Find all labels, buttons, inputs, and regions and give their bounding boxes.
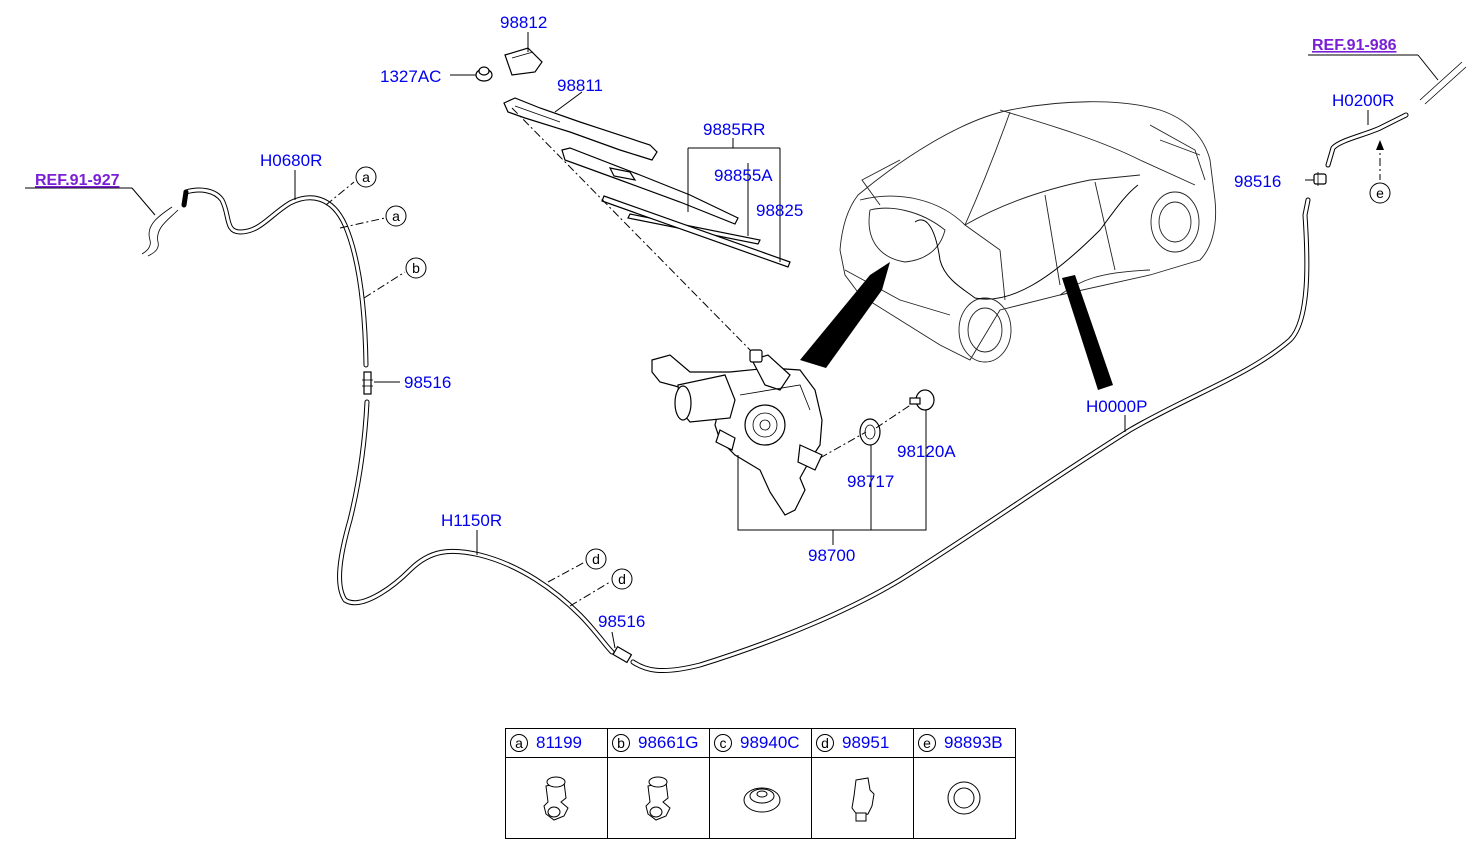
clip-icon	[645, 776, 671, 821]
legend-part-c: 98940C	[740, 733, 800, 752]
label-9885rr: 9885RR	[703, 120, 765, 139]
legend-part-a: 81199	[536, 733, 583, 752]
label-98811: 98811	[557, 76, 603, 95]
legend-part-b: 98661G	[638, 733, 699, 752]
svg-text:e: e	[1376, 185, 1384, 201]
callout-e: e	[1369, 140, 1391, 204]
svg-text:d: d	[592, 551, 600, 567]
wiper-motor-98700	[651, 349, 823, 516]
label-98516-right: 98516	[1234, 172, 1281, 191]
wiper-cap-98812	[504, 47, 543, 76]
legend-part-d: 98951	[842, 733, 890, 752]
label-1327ac: 1327AC	[380, 67, 441, 86]
connector-98516-left	[362, 371, 373, 395]
wiper-blade-98825	[601, 195, 791, 268]
wiper-blade-assy-9885rr	[561, 147, 739, 225]
grommet-98717	[859, 418, 881, 446]
car-illustration	[800, 101, 1217, 390]
hose-ref-left	[141, 206, 179, 257]
label-98825: 98825	[756, 201, 803, 220]
wiper-arm-98811	[503, 97, 658, 161]
svg-text:b: b	[412, 260, 420, 276]
leader-lines	[25, 32, 1439, 649]
callout-d-1: d	[547, 548, 607, 583]
callout-a-2: a	[339, 205, 407, 229]
label-h0000p: H0000P	[1086, 397, 1147, 416]
label-h0200r: H0200R	[1332, 91, 1394, 110]
label-98516-left: 98516	[404, 373, 451, 392]
grommet-icon	[947, 781, 981, 815]
hose-h0680r	[181, 187, 369, 368]
nut-1327ac	[475, 66, 493, 82]
hose-h1150r	[337, 399, 615, 655]
callout-b: b	[363, 257, 427, 299]
svg-text:a: a	[392, 208, 400, 224]
label-ref-right: REF.91-986	[1312, 37, 1397, 54]
legend-image-d	[811, 757, 914, 839]
hose-ref-right	[1419, 61, 1467, 105]
legend-image-e	[913, 757, 1016, 839]
connector-98516-bottom	[612, 645, 633, 664]
callout-a-1: a	[325, 166, 377, 206]
legend-image-c	[709, 757, 812, 839]
label-98700: 98700	[808, 546, 855, 565]
label-98855a: 98855A	[714, 166, 773, 185]
label-h1150r: H1150R	[441, 511, 502, 530]
label-ref-left: REF.91-927	[35, 172, 120, 189]
part-labels: 98812 1327AC 98811 9885RR 98855A 98825 H…	[35, 13, 1397, 631]
clip-icon	[543, 776, 569, 821]
svg-text:d: d	[618, 571, 626, 587]
hose-h0000p	[630, 197, 1311, 673]
hose-h0200r	[1325, 112, 1409, 168]
legend-image-a	[505, 757, 608, 839]
legend-part-e: 98893B	[944, 733, 1003, 752]
label-98120a: 98120A	[897, 442, 956, 461]
clip-icon	[851, 777, 875, 822]
bolt-98120a	[909, 389, 935, 411]
grommet-icon	[743, 787, 781, 813]
label-h0680r: H0680R	[260, 151, 322, 170]
label-98516-bottom: 98516	[598, 612, 645, 631]
connector-98516-right	[1313, 172, 1327, 186]
label-98812: 98812	[500, 13, 547, 32]
svg-text:a: a	[362, 169, 370, 185]
label-98717: 98717	[847, 472, 894, 491]
legend-image-b	[607, 757, 710, 839]
callout-d-2: d	[569, 568, 633, 607]
